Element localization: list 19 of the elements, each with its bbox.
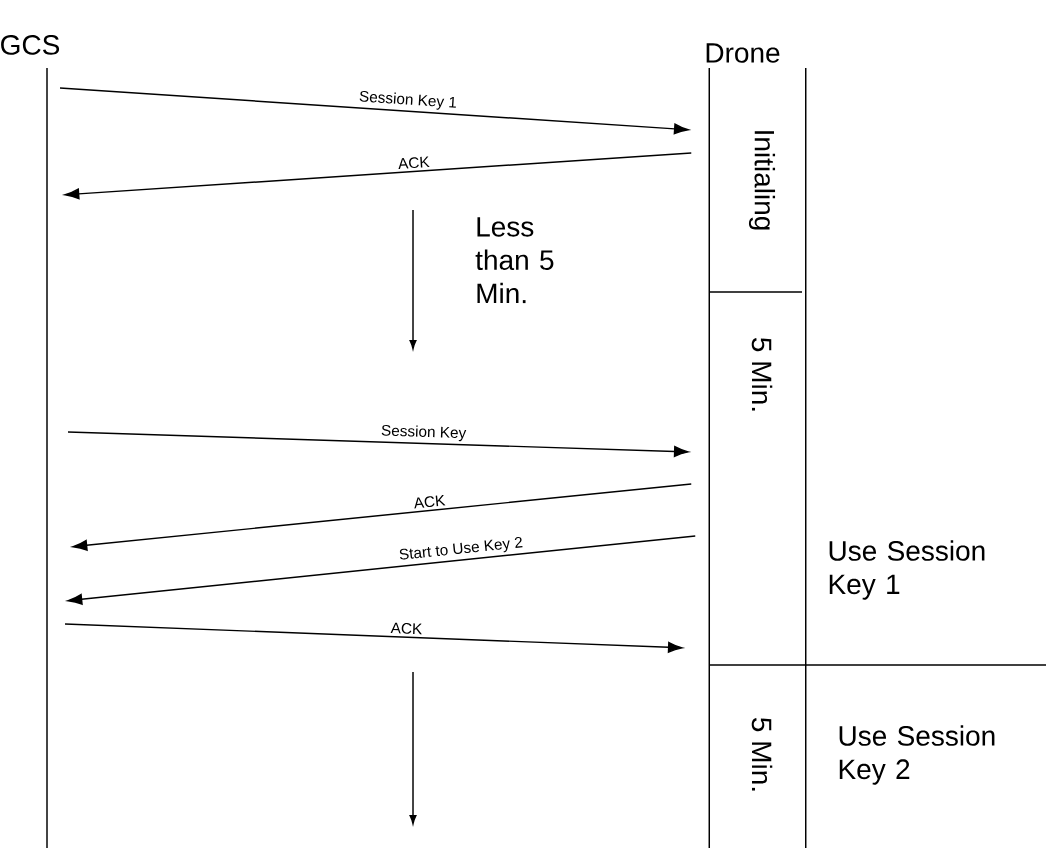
edge-label: ACK — [396, 154, 432, 171]
arrow — [59, 87, 689, 135]
phase-label: Initialing — [748, 131, 776, 230]
edge-label: ACK — [411, 493, 448, 511]
phase-label: 5 Min. — [751, 718, 773, 791]
arrow — [64, 623, 683, 653]
edge-label: Session Key 1 — [357, 88, 459, 113]
phase-label: 5 Min. — [751, 338, 773, 411]
arrow — [67, 431, 689, 457]
edge-label: ACK — [389, 620, 424, 636]
arrow — [72, 483, 692, 551]
edge-label: Start to Use Key 2 — [396, 535, 526, 565]
state-label: Use Session Key 1 — [829, 540, 985, 600]
note: Less than 5 Min. — [475, 217, 554, 304]
arrow — [67, 535, 696, 605]
edge-label: Session Key — [379, 422, 468, 443]
state-label: Use Session Key 2 — [839, 725, 995, 785]
arrow — [64, 152, 692, 200]
lifeline: GCS — [1, 35, 60, 848]
